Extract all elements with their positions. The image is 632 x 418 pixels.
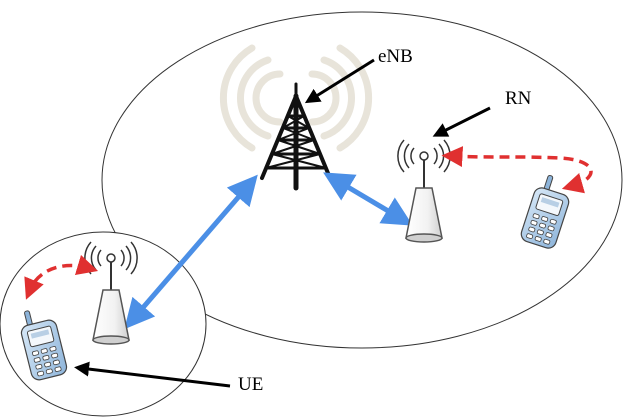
rn-ue-dashed-arrow <box>441 146 593 194</box>
mobile-phone-icon <box>520 174 570 249</box>
enb-rn-link-arrow <box>323 172 413 226</box>
rn-pointer-arrow <box>432 106 491 137</box>
relay-node-icon <box>84 241 138 345</box>
enb-coverage-ellipse <box>101 11 623 349</box>
enb-signal-waves <box>219 44 373 152</box>
relay-ue-dashed-arrow <box>24 254 99 300</box>
relay-node-icon <box>397 139 451 243</box>
enb-pointer-arrow <box>304 58 375 104</box>
enb-relay-link-arrow <box>124 174 258 330</box>
ue-label: UE <box>238 374 264 395</box>
enb-label: eNB <box>378 46 413 67</box>
mobile-phone-icon <box>20 310 68 381</box>
rn-label: RN <box>505 88 532 109</box>
cell-tower-icon <box>260 82 332 191</box>
ue-pointer-arrow <box>74 361 231 388</box>
